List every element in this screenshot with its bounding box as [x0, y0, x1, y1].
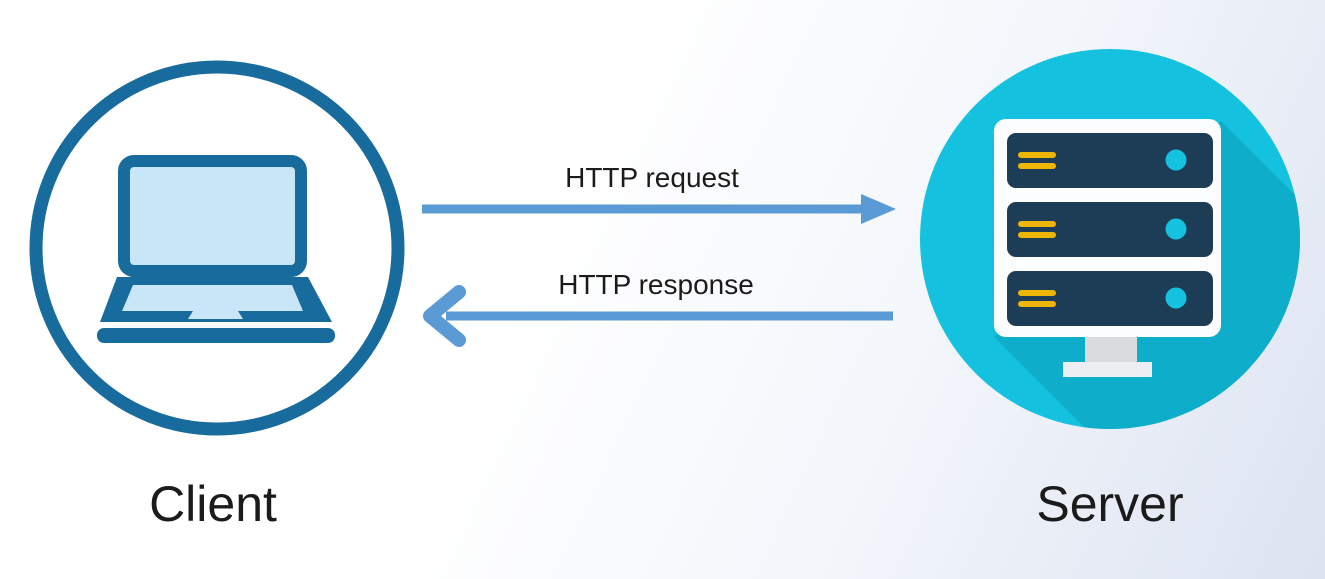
server-node — [920, 49, 1300, 429]
http-response-arrow — [423, 285, 893, 347]
server-rack-icon — [994, 119, 1221, 377]
request-arrowhead-icon — [861, 194, 896, 224]
http-request-label: HTTP request — [565, 162, 739, 193]
server-unit — [1007, 133, 1213, 188]
client-node — [29, 60, 405, 436]
http-request-arrow — [422, 194, 896, 224]
server-unit — [1007, 202, 1213, 257]
http-response-label: HTTP response — [558, 269, 754, 300]
server-unit — [1007, 271, 1213, 326]
laptop-icon — [97, 155, 335, 343]
server-label: Server — [1036, 476, 1184, 532]
client-label: Client — [149, 476, 277, 532]
response-arrowhead-icon — [423, 285, 466, 347]
